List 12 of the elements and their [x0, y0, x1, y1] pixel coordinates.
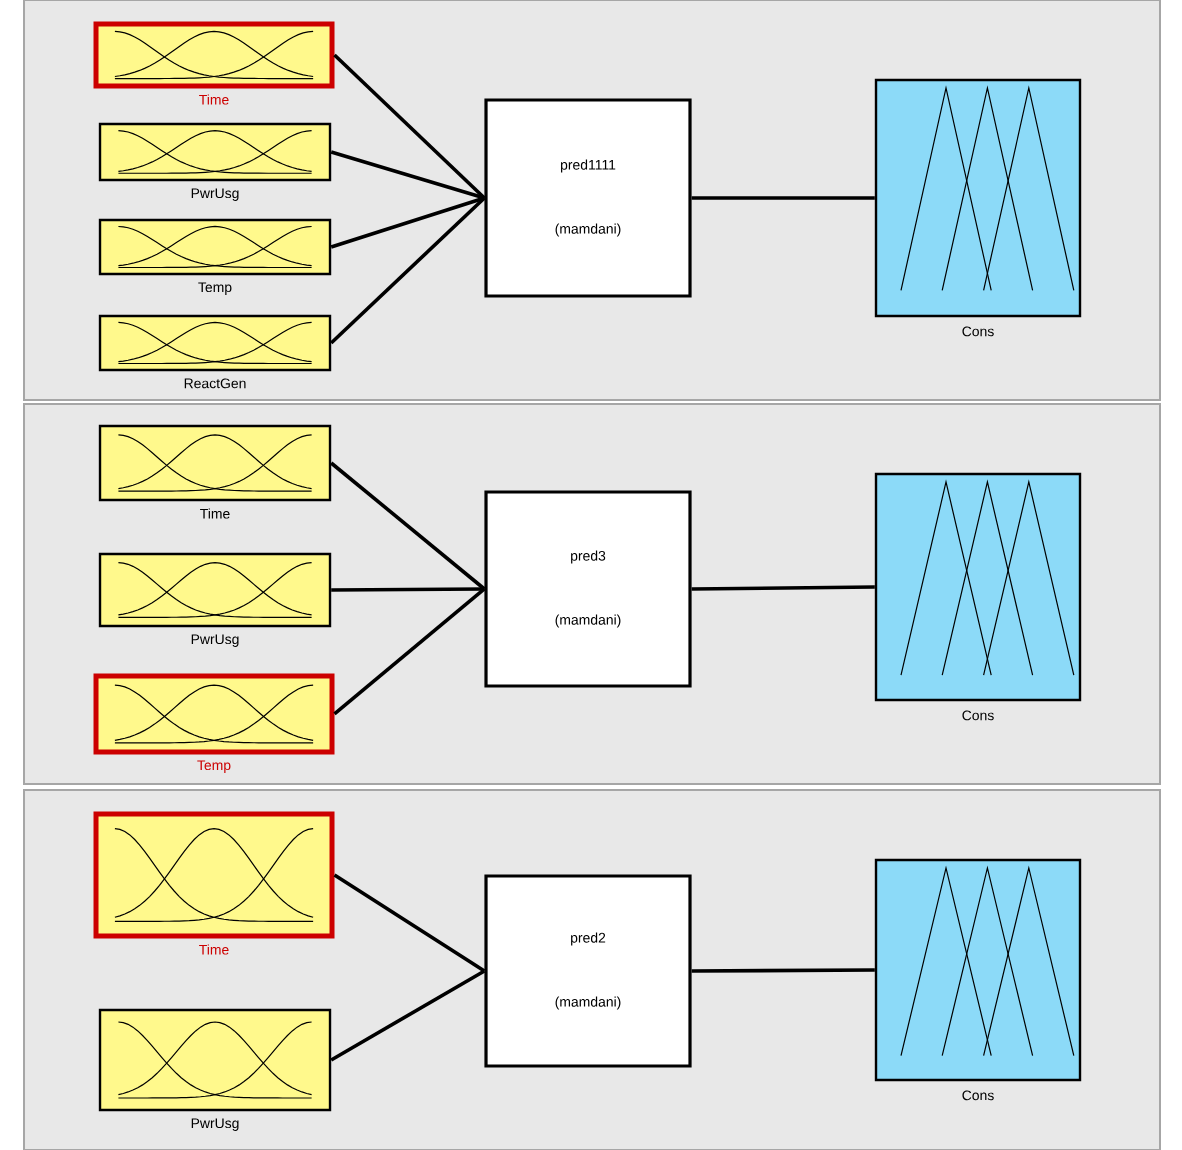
connector-line: [330, 196, 486, 345]
connector-line: [691, 968, 875, 973]
connector-line: [331, 587, 485, 592]
connector-line: [330, 196, 485, 249]
connector-line: [333, 53, 486, 200]
connector-line: [691, 585, 875, 591]
connector-line: [330, 969, 486, 1062]
connector-line: [330, 150, 485, 200]
connector-line: [333, 873, 486, 973]
connector-line: [691, 196, 875, 200]
connector-line: [333, 587, 486, 716]
connector-line: [330, 461, 486, 591]
